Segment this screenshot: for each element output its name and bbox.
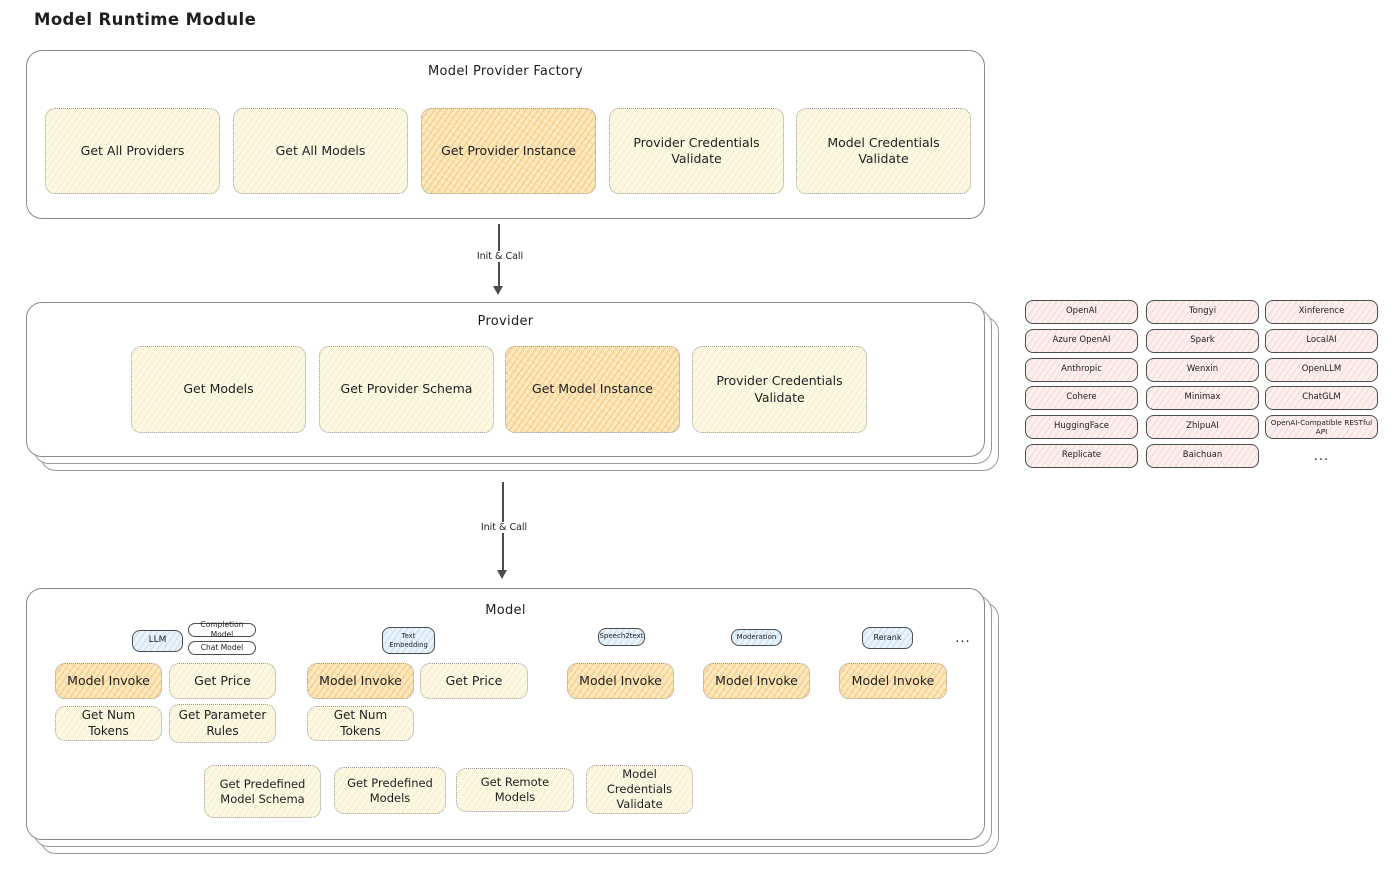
- tab-chat-model: Chat Model: [188, 641, 256, 655]
- tab-moderation: Moderation: [731, 629, 782, 646]
- chip-azure-openai: Azure OpenAI: [1025, 329, 1138, 353]
- arrow-head-icon: [497, 570, 507, 579]
- chip-tongyi: Tongyi: [1146, 300, 1259, 324]
- node-provider-credentials-validate: Provider Credentials Validate: [609, 108, 784, 194]
- tab-llm: LLM: [132, 630, 183, 652]
- provider-title: Provider: [477, 314, 534, 329]
- chip-replicate: Replicate: [1025, 444, 1138, 468]
- node-model-invoke-text-embedding: Model Invoke: [307, 663, 414, 699]
- node-get-remote-models: Get Remote Models: [456, 768, 574, 812]
- model-container: Model LLM Completion Model Chat Model Te…: [26, 588, 985, 840]
- node-get-num-tokens-llm: Get Num Tokens: [55, 706, 162, 741]
- node-model-invoke-moderation: Model Invoke: [703, 663, 810, 699]
- chip-localai: LocalAI: [1265, 329, 1378, 353]
- node-model-invoke-rerank: Model Invoke: [839, 663, 947, 699]
- chip-minimax: Minimax: [1146, 386, 1259, 410]
- node-get-num-tokens-text-embedding: Get Num Tokens: [307, 706, 414, 741]
- node-get-models: Get Models: [131, 346, 306, 433]
- tab-speech2text: Speech2text: [598, 628, 645, 646]
- chip-spark: Spark: [1146, 329, 1259, 353]
- model-title: Model: [485, 603, 526, 618]
- arrow-head-icon: [493, 286, 503, 295]
- node-provider-credentials-validate-2: Provider Credentials Validate: [692, 346, 867, 433]
- node-get-provider-instance: Get Provider Instance: [421, 108, 596, 194]
- chip-openllm: OpenLLM: [1265, 358, 1378, 382]
- arrow-label-init-call-1: Init & Call: [466, 251, 534, 262]
- chips-more-ellipsis: ...: [1313, 449, 1330, 464]
- chip-baichuan: Baichuan: [1146, 444, 1259, 468]
- node-get-predefined-model-schema: Get Predefined Model Schema: [204, 765, 321, 818]
- factory-container: Model Provider Factory Get All Providers…: [26, 50, 985, 219]
- node-get-price-llm: Get Price: [169, 663, 276, 699]
- node-get-price-text-embedding: Get Price: [420, 663, 528, 699]
- node-get-model-instance: Get Model Instance: [505, 346, 680, 433]
- chip-wenxin: Wenxin: [1146, 358, 1259, 382]
- chip-huggingface: HuggingFace: [1025, 415, 1138, 439]
- page-title: Model Runtime Module: [34, 10, 257, 29]
- node-model-invoke-speech2text: Model Invoke: [567, 663, 674, 699]
- chip-openai: OpenAI: [1025, 300, 1138, 324]
- chip-chatglm: ChatGLM: [1265, 386, 1378, 410]
- chip-cohere: Cohere: [1025, 386, 1138, 410]
- tab-rerank: Rerank: [862, 627, 913, 649]
- node-get-all-models: Get All Models: [233, 108, 408, 194]
- node-model-credentials-validate-model: Model Credentials Validate: [586, 765, 693, 814]
- tabs-more-ellipsis: ...: [955, 631, 971, 646]
- factory-title: Model Provider Factory: [428, 64, 583, 79]
- chip-zhipuai: ZhipuAI: [1146, 415, 1259, 439]
- node-get-predefined-models: Get Predefined Models: [334, 767, 446, 814]
- node-get-parameter-rules: Get Parameter Rules: [169, 704, 276, 743]
- tab-completion-model: Completion Model: [188, 620, 256, 639]
- node-get-provider-schema: Get Provider Schema: [319, 346, 494, 433]
- node-model-credentials-validate: Model Credentials Validate: [796, 108, 971, 194]
- chip-anthropic: Anthropic: [1025, 358, 1138, 382]
- node-model-invoke-llm: Model Invoke: [55, 663, 162, 699]
- chip-xinference: Xinference: [1265, 300, 1378, 324]
- arrow-label-init-call-2: Init & Call: [470, 522, 538, 533]
- provider-container: Provider Get Models Get Provider Schema …: [26, 302, 985, 457]
- tab-text-embedding: Text Embedding: [382, 627, 435, 654]
- node-get-all-providers: Get All Providers: [45, 108, 220, 194]
- chip-openai-compatible-restful-api: OpenAI-Compatible RESTful API: [1265, 415, 1378, 439]
